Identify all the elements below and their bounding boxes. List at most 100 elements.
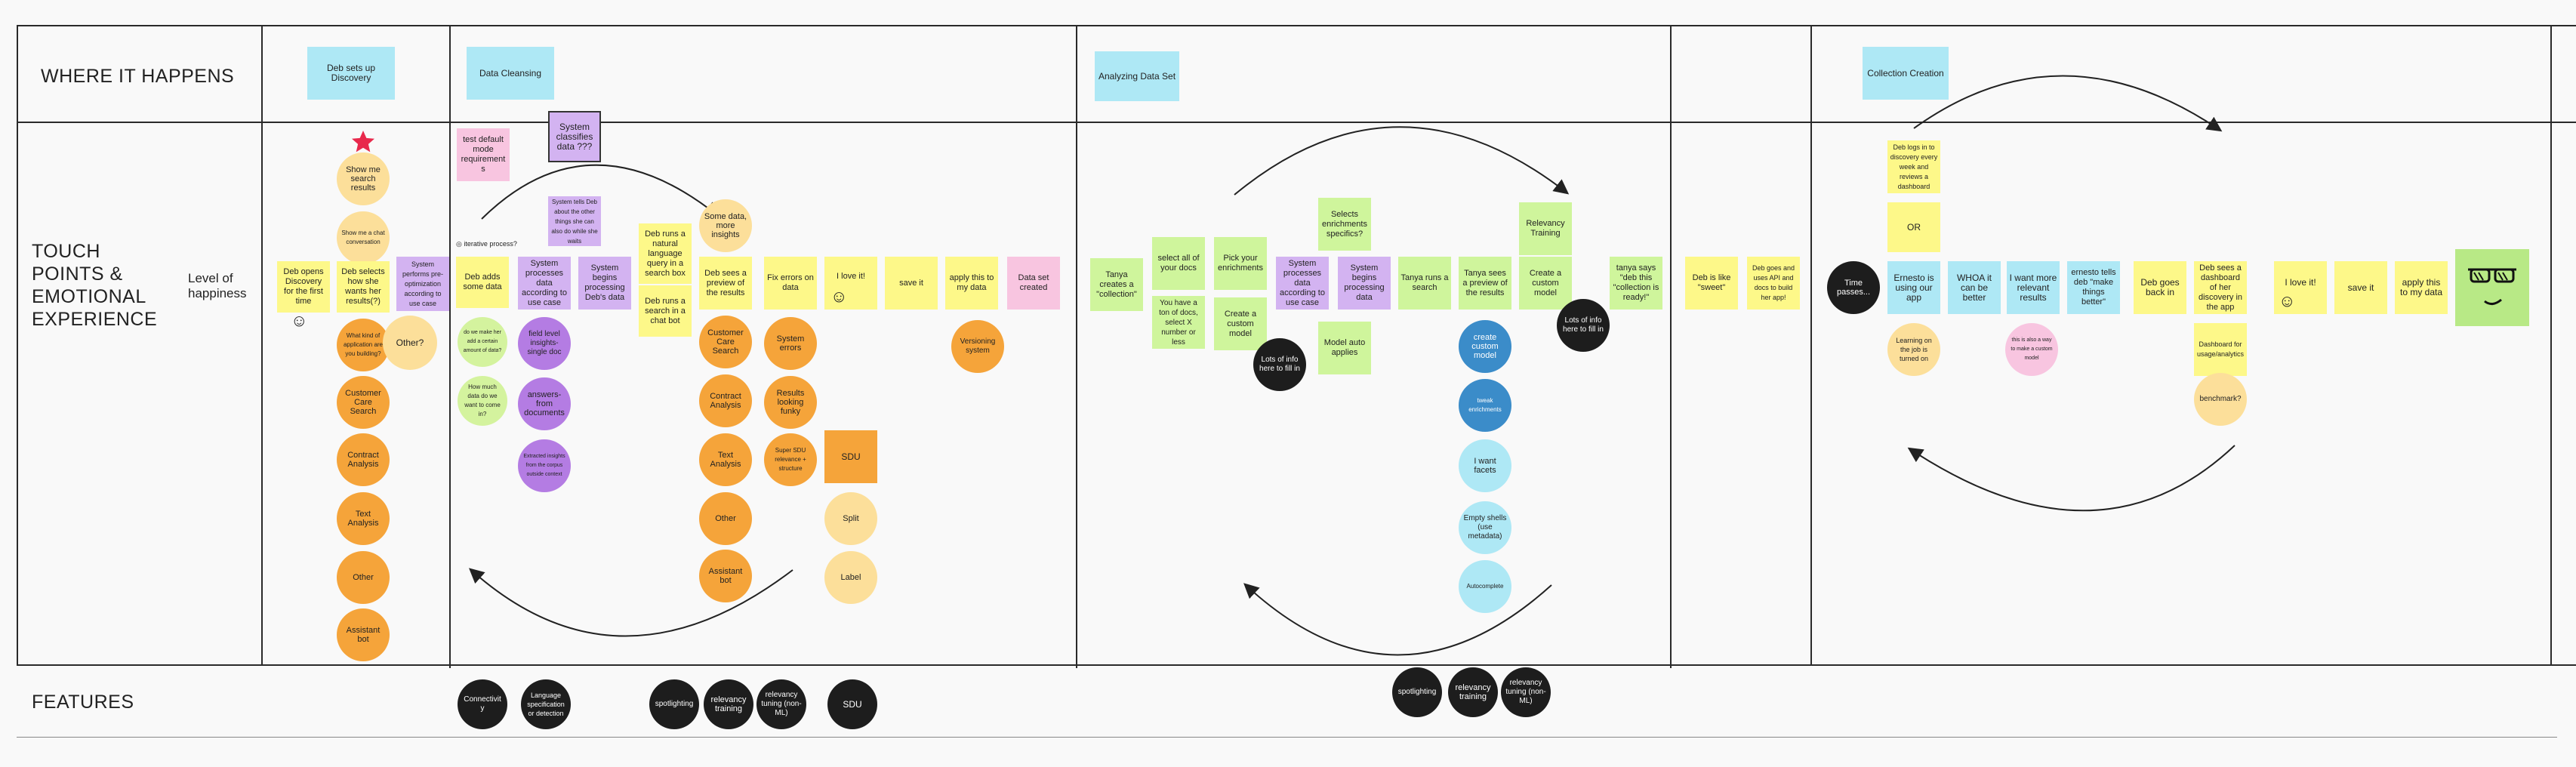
circle-empty-shells: Empty shells (use metadata): [1459, 501, 1511, 554]
note-fix-errors: Fix errors on data: [764, 257, 817, 310]
level-of-happiness-label: Level of happiness: [188, 271, 247, 300]
col-divider-2: [261, 25, 263, 665]
note-deb-sees-preview: Deb sees a preview of the results: [699, 257, 752, 310]
circle-create-custom-model: create custom model: [1459, 320, 1511, 373]
circle-text-analysis-2: Text Analysis: [699, 433, 752, 486]
where-it-happens-label: WHERE IT HAPPENS: [41, 66, 235, 87]
feature-spotlighting: spotlighting: [649, 679, 699, 729]
feature-connectivity: Connectivity: [458, 679, 507, 729]
feature-spotlighting-2: spotlighting: [1392, 667, 1442, 717]
smiley-face-icon: ☺: [2279, 291, 2296, 310]
note-system-processes-usecase: System processes data according to use c…: [518, 257, 571, 310]
note-system-tells-deb: System tells Deb about the other things …: [548, 196, 601, 246]
note-system-begins-processing-2: System begins processing data: [1338, 257, 1391, 310]
circle-certain-amount-data: do we make her add a certain amount of d…: [458, 317, 507, 367]
star-icon: [350, 128, 377, 159]
note-model-auto-applies: Model auto applies: [1318, 322, 1371, 374]
note-deb-sees-dashboard: Deb sees a dashboard of her discovery in…: [2194, 261, 2247, 314]
note-ton-of-docs: You have a ton of docs, select X number …: [1152, 296, 1205, 349]
circle-time-passes: Time passes...: [1827, 261, 1880, 314]
note-system-processes-usecase-2: System processes data according to use c…: [1276, 257, 1329, 310]
note-tanya-creates-collection: Tanya creates a "collection": [1090, 258, 1143, 311]
features-row-divider: [17, 737, 2557, 738]
note-tanya-says-ready: tanya says "deb this "collection is read…: [1610, 257, 1662, 310]
circle-show-chat: Show me a chat conversation: [337, 211, 390, 264]
note-or: OR: [1887, 202, 1940, 252]
note-data-set-created: Data set created: [1007, 257, 1060, 310]
circle-show-search-results: Show me search results: [337, 152, 390, 205]
circle-assistant-bot: Assistant bot: [337, 608, 390, 661]
touchpoints-row-divider: [17, 664, 2576, 666]
circle-how-much-data: How much data do we want to come in?: [458, 376, 507, 426]
circle-some-data-more-insights: Some data, more insights: [699, 199, 752, 252]
note-tanya-runs-search: Tanya runs a search: [1398, 257, 1451, 310]
circle-super-sdu: Super SDU relevance + structure: [764, 433, 817, 486]
stage-discovery: Deb sets up Discovery: [307, 47, 395, 100]
note-deb-logs-in-weekly: Deb logs in to discovery every week and …: [1887, 140, 1940, 193]
feature-relevancy-tuning-2: relevancy tuning (non-ML): [1501, 667, 1551, 717]
note-deb-adds-data: Deb adds some data: [456, 257, 509, 308]
circle-autocomplete: Autocomplete: [1459, 560, 1511, 613]
circle-contract-analysis-2: Contract Analysis: [699, 374, 752, 427]
note-dashboard-analytics: Dashboard for usage/analytics: [2194, 323, 2247, 376]
note-pick-enrichments: Pick your enrichments: [1214, 237, 1267, 290]
col-divider-6: [1810, 25, 1812, 665]
stage-analyzing-data-set: Analyzing Data Set: [1095, 51, 1179, 101]
stage-collection-creation: Collection Creation: [1863, 47, 1949, 100]
circle-assistant-bot-2: Assistant bot: [699, 550, 752, 602]
note-more-relevant-results: I want more relevant results: [2007, 261, 2060, 314]
note-deb-opens-discovery: Deb opens Discovery for the first time: [277, 261, 330, 313]
note-sdu: SDU: [824, 430, 877, 483]
note-create-custom-model-1: Create a custom model: [1214, 297, 1267, 350]
note-ernesto-tells-deb: ernesto tells deb "make things better": [2067, 261, 2120, 314]
circle-lots-of-info-1: Lots of info here to fill in: [1253, 338, 1306, 391]
circle-customer-care-search-2: Customer Care Search: [699, 316, 752, 368]
circle-learning-on-the-job: Learning on the job is turned on: [1887, 323, 1940, 376]
note-tanya-sees-preview: Tanya sees a preview of the results: [1459, 257, 1511, 310]
note-apply-to-data-1: apply this to my data: [945, 257, 998, 310]
note-whoa-better: WHOA it can be better: [1948, 261, 2001, 314]
circle-what-kind-of-app: What kind of application are you buildin…: [337, 319, 390, 371]
note-i-love-it-1: I love it!: [824, 257, 877, 310]
note-apply-to-data-2: apply this to my data: [2395, 261, 2448, 314]
col-divider-1: [17, 25, 18, 665]
circle-benchmark: benchmark?: [2194, 373, 2247, 426]
iterative-text: iterative process?: [464, 240, 517, 248]
note-create-custom-model-2: Create a custom model: [1519, 257, 1572, 310]
note-deb-goes-back-in: Deb goes back in: [2134, 261, 2186, 314]
note-test-default-mode: test default mode requirements: [457, 128, 510, 181]
feature-relevancy-tuning: relevancy tuning (non-ML): [756, 679, 806, 729]
circle-custom-model-way: this is also a way to make a custom mode…: [2005, 323, 2058, 376]
circle-customer-care-search: Customer Care Search: [337, 376, 390, 429]
col-divider-5: [1670, 25, 1672, 668]
col-divider-7: [2550, 25, 2552, 665]
stage-data-cleansing: Data Cleansing: [467, 47, 554, 100]
col-divider-3: [449, 25, 451, 668]
note-save-it-1: save it: [885, 257, 938, 310]
note-ernesto-using-app: Ernesto is using our app: [1887, 261, 1940, 314]
col-divider-4: [1076, 25, 1077, 668]
circle-extracted-insights: Extracted insights from the corpus outsi…: [518, 439, 571, 492]
feature-relevancy-training-2: relevancy training: [1448, 667, 1498, 717]
note-select-all-docs: select all of your docs: [1152, 237, 1205, 290]
circle-field-level-insights: field level insights- single doc: [518, 317, 571, 370]
touchpoints-label: TOUCH POINTS & EMOTIONAL EXPERIENCE: [32, 241, 158, 330]
note-i-love-it-2: I love it!: [2274, 261, 2327, 314]
circle-label: Label: [824, 551, 877, 604]
note-deb-uses-api: Deb goes and uses API and docs to build …: [1747, 257, 1800, 310]
circle-split: Split: [824, 492, 877, 545]
smiley-face-icon: ☺: [291, 311, 308, 330]
note-search-in-chatbot: Deb runs a search in a chat bot: [639, 285, 692, 337]
iterative-icon: ◎: [456, 240, 462, 248]
features-label: FEATURES: [32, 692, 134, 713]
note-save-it-2: save it: [2334, 261, 2387, 314]
where-row-divider: [17, 122, 2576, 123]
note-relevancy-training: Relevancy Training: [1519, 202, 1572, 255]
iterative-label: ◎ iterative process?: [456, 240, 517, 248]
note-deb-is-like-sweet: Deb is like "sweet": [1685, 257, 1738, 310]
circle-contract-analysis: Contract Analysis: [337, 433, 390, 486]
circle-text-analysis: Text Analysis: [337, 492, 390, 545]
circle-versioning-system: Versioning system: [951, 320, 1004, 373]
circle-i-want-facets: I want facets: [1459, 439, 1511, 492]
